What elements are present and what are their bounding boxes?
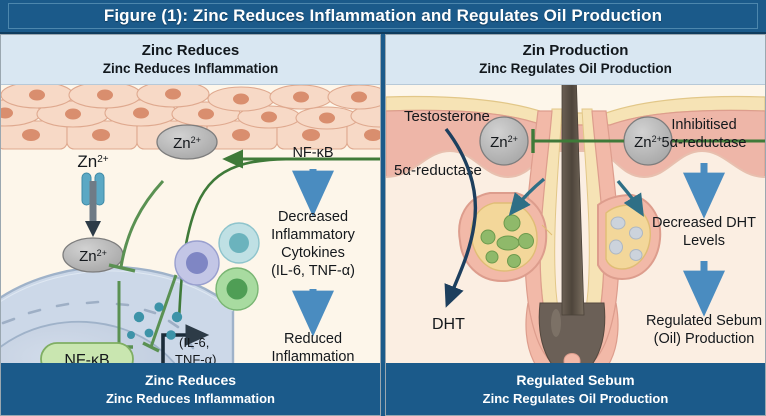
- inhibition-arrow-nfkb2: [142, 274, 178, 353]
- testosterone-to-dht-arrow: [444, 127, 478, 308]
- cytokine-dots: [127, 302, 183, 340]
- left-footer-line1: Zinc Reduces: [144, 371, 237, 388]
- flow-decreased-line3: Cytokines: [281, 245, 345, 261]
- flow-decreased-line4: (IL-6, TNF-α): [271, 263, 355, 279]
- sebum-arrow-left: [508, 177, 546, 217]
- immune-cell-teal: [218, 222, 260, 264]
- left-header-line1: Zinc Reduces: [141, 42, 240, 59]
- flow-reduced-line1: Reduced: [284, 331, 342, 347]
- left-header-line2: Zinc Reduces Inflammation: [102, 61, 279, 76]
- panel-inflammation: Zinc Reduces Zinc Reduces Inflammation: [0, 34, 381, 416]
- right-flow-column: Inhibitised 5α-reductase Decreased DHT L…: [646, 117, 762, 347]
- flow-inhibitised-line2: 5α-reductase: [662, 135, 747, 151]
- zinc-badge-right: Zn2+: [623, 116, 673, 166]
- left-footer-line2: Zinc Reduces Inflammation: [105, 390, 276, 406]
- flow-decreased-line1: Decreased: [278, 209, 348, 225]
- figure-title: Figure (1): Zinc Reduces Inflammation an…: [103, 6, 663, 25]
- zinc-badge-left: Zn2+: [479, 116, 529, 166]
- sebaceous-gland-right: [597, 193, 662, 281]
- right-header-line1: Zin Production: [522, 42, 629, 59]
- right-footer-line2: Zinc Regulates Oil Production: [482, 390, 669, 406]
- zinc-transport-arrow: [85, 181, 101, 237]
- zinc-signal-badge: Zn2+: [156, 124, 218, 160]
- inhibition-bar-reductase: [531, 129, 624, 153]
- reductase-label: 5α-reductase: [394, 162, 482, 179]
- testosterone-label: Testosterone: [404, 108, 490, 125]
- flow-decreased-dht-line2: Levels: [683, 233, 725, 249]
- right-panel-footer: Regulated Sebum Zinc Regulates Oil Produ…: [386, 363, 765, 415]
- flow-inhibitised-line1: Inhibitised: [671, 117, 736, 133]
- left-flow-column: NF-κB Decreased Inflammatory Cytokines (…: [271, 145, 356, 365]
- right-panel-diagram: Testosterone 5α-reductase DHT Zn2+ Zn2+: [386, 85, 765, 415]
- flow-decreased-line2: Inflammatory: [271, 227, 356, 243]
- flow-nfkb-label: NF-κB: [292, 145, 333, 161]
- immune-cell-purple: [174, 240, 220, 286]
- right-header-line2: Zinc Regulates Oil Production: [479, 61, 672, 76]
- flow-regulated-sebum-line1: Regulated Sebum: [646, 313, 762, 329]
- left-panel-header: Zinc Reduces Zinc Reduces Inflammation: [1, 35, 380, 85]
- title-inner-border: [8, 3, 758, 29]
- figure-title-bar: [0, 0, 766, 34]
- flow-reduced-line2: Inflammation: [271, 349, 354, 365]
- sebum-arrow-right: [616, 179, 644, 217]
- inhibition-bar-channel: [108, 179, 165, 273]
- cytokine-label-line1: (IL-6,: [179, 335, 209, 350]
- panel-oil-production: Zin Production Zinc Regulates Oil Produc…: [385, 34, 766, 416]
- flow-decreased-dht-line1: Decreased DHT: [652, 215, 756, 231]
- panel-divider: [381, 34, 385, 416]
- right-panel-header: Zin Production Zinc Regulates Oil Produc…: [386, 35, 765, 85]
- dht-label: DHT: [432, 316, 465, 333]
- right-footer-line1: Regulated Sebum: [516, 371, 635, 388]
- immune-cell-green: [215, 267, 259, 311]
- flow-regulated-sebum-line2: (Oil) Production: [654, 331, 755, 347]
- left-panel-footer: Zinc Reduces Zinc Reduces Inflammation: [1, 363, 380, 415]
